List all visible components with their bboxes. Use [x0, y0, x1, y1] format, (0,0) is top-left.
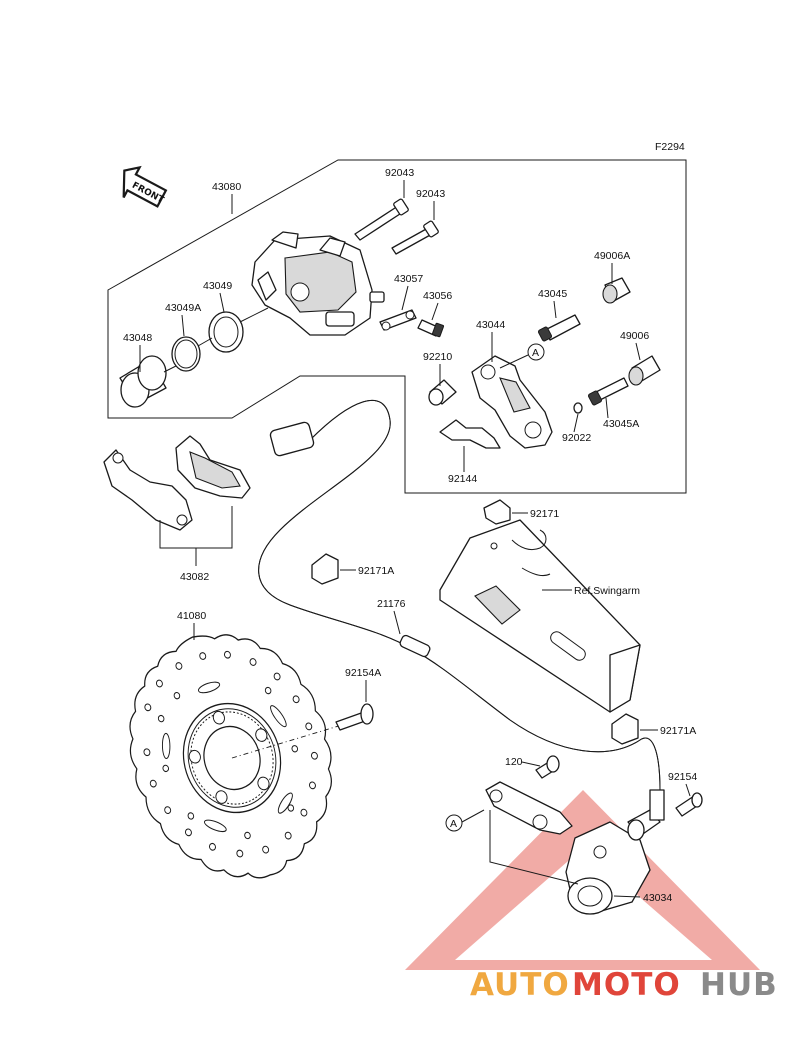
watermark-auto: AUTO: [470, 967, 570, 1003]
label-92171A-upper: 92171A: [358, 565, 394, 577]
swingarm-reference: [439, 519, 641, 713]
bolt-92043-a: [354, 198, 409, 241]
bolt-92154A: [335, 703, 374, 731]
watermark-triangle: [405, 790, 760, 970]
label-92043-b: 92043: [416, 188, 445, 200]
label-43045: 43045: [538, 288, 567, 300]
figure-code: F2294: [655, 141, 685, 153]
label-43045A: 43045A: [603, 418, 639, 430]
label-92043-a: 92043: [385, 167, 414, 179]
label-43057: 43057: [394, 273, 423, 285]
piston-43048: [119, 355, 167, 408]
plug-caliper: [369, 291, 385, 303]
label-49006A: 49006A: [594, 250, 630, 262]
label-92171: 92171: [530, 508, 559, 520]
label-92022: 92022: [562, 432, 591, 444]
label-ref-swingarm: Ref.Swingarm: [574, 585, 640, 597]
label-49006: 49006: [620, 330, 649, 342]
caliper-body: [251, 231, 373, 336]
bleeder-43056: [417, 319, 445, 338]
label-43082: 43082: [180, 571, 209, 583]
caliper-bracket-43044: [471, 355, 553, 449]
label-21176: 21176: [377, 598, 406, 610]
label-41080: 41080: [177, 610, 206, 622]
watermark-logo: AUTO MOTO HUB: [405, 790, 778, 1003]
label-43044: 43044: [476, 319, 505, 331]
label-43049A: 43049A: [165, 302, 201, 314]
callout-a-lower: A: [445, 809, 485, 832]
collar-92210: [428, 379, 457, 406]
label-43056: 43056: [423, 290, 452, 302]
piston-axis: [163, 307, 269, 373]
pad-spring-92144: [439, 419, 501, 449]
bolt-92154: [675, 792, 703, 817]
slide-pin-43045: [537, 314, 581, 342]
seal-43049: [208, 311, 244, 353]
brake-disc-41080: [129, 634, 332, 879]
label-92144: 92144: [448, 473, 477, 485]
watermark-moto: MOTO: [572, 967, 681, 1003]
front-arrow-icon: FRONT: [122, 165, 168, 208]
caliper-assembly-frame: [107, 159, 687, 494]
brake-pad-front: [175, 435, 251, 499]
label-43034: 43034: [643, 892, 672, 904]
label-92171A-lower: 92171A: [660, 725, 696, 737]
boot-49006A: [602, 277, 631, 304]
slide-pin-43045A: [587, 377, 629, 406]
pad-pin-43057: [379, 309, 417, 331]
label-92210: 92210: [423, 351, 452, 363]
clamp-92171A-upper: [311, 553, 339, 585]
abs-sensor-43034: [565, 789, 665, 915]
seal-43049A: [171, 336, 201, 372]
callout-a-upper: A: [499, 343, 545, 369]
label-43049: 43049: [203, 280, 232, 292]
svg-text:A: A: [532, 347, 539, 359]
sensor-bracket: [485, 781, 573, 835]
label-120: 120: [505, 756, 523, 768]
bolt-120: [535, 755, 560, 779]
bolt-92043-b: [391, 220, 439, 255]
label-92154A: 92154A: [345, 667, 381, 679]
labels: 43080 92043 92043 43057 43056 43049 4304…: [123, 167, 697, 904]
clamp-92171A-lower: [611, 713, 639, 745]
brake-pad-rear: [103, 449, 193, 531]
svg-text:A: A: [450, 818, 457, 830]
watermark-hub: HUB: [700, 967, 778, 1003]
abs-sensor-harness: [258, 399, 661, 791]
label-92154: 92154: [668, 771, 697, 783]
boot-49006: [628, 355, 661, 386]
label-43080: 43080: [212, 181, 241, 193]
washer-92022: [573, 402, 583, 414]
label-43048: 43048: [123, 332, 152, 344]
clamp-92171: [483, 499, 511, 525]
sensor-bracket-leader: [489, 810, 579, 885]
